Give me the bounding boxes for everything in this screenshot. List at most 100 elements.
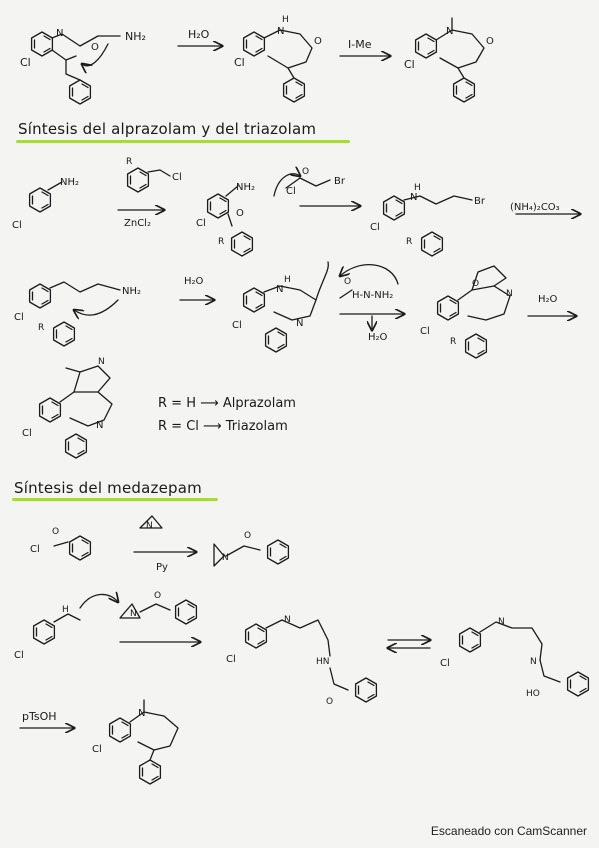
product-diazepam: Cl N O	[404, 17, 494, 103]
nitrogen-label: N	[98, 357, 105, 367]
pyridine-label: Py	[156, 562, 168, 573]
nitrogen-label: N	[276, 284, 283, 295]
intermediate-aminobenzophenone: NH₂ Cl R O	[196, 182, 255, 257]
intermediate-imidic-acid: Cl N N HO	[440, 617, 590, 699]
chlorine-label: Cl	[12, 220, 22, 231]
methyl-iodide-label: I-Me	[348, 38, 372, 51]
intermediate-glycinamide: Cl R NH₂	[14, 281, 141, 347]
legend-triazolam: R = Cl ⟶ Triazolam	[158, 419, 288, 434]
water-label: H₂O	[184, 276, 204, 287]
chlorine-label: Cl	[14, 650, 24, 661]
water-label: H₂O	[368, 332, 388, 343]
oxygen-label: O	[91, 42, 99, 53]
amide-nh-label: HN	[316, 657, 330, 667]
water-label: H₂O	[188, 28, 210, 41]
oxygen-label: O	[236, 208, 244, 219]
legend-alprazolam: R = H ⟶ Alprazolam	[158, 396, 296, 411]
nitrogen-label: N	[146, 521, 153, 531]
intermediate-thioamide: Cl H N N	[232, 261, 329, 353]
oxygen-label: O	[314, 36, 322, 47]
nitrogen-label: N	[498, 617, 505, 627]
nitrogen-label: N	[284, 615, 291, 625]
product-triazolobenzodiazepine: Cl N N	[22, 357, 113, 459]
nitrogen-label: N	[530, 657, 537, 667]
oxygen-label: O	[244, 531, 251, 541]
nitrogen-label: N	[130, 609, 137, 619]
chlorine-label: Cl	[226, 654, 236, 665]
oxygen-label: O	[326, 697, 333, 707]
nitrogen-label: N	[222, 553, 229, 563]
amine-label: NH₂	[236, 182, 255, 193]
chlorine-label: Cl	[22, 428, 32, 439]
bromine-label: Br	[474, 196, 486, 207]
tosic-acid-label: pTsOH	[22, 710, 57, 723]
r-group-label: R	[38, 323, 44, 333]
oxygen-label: O	[52, 527, 59, 537]
reactant-methylaniline: H Cl	[14, 594, 118, 661]
reagent-acetohydrazide: H-N-NH₂ O	[340, 264, 399, 301]
reactant-aminoketone: Cl N O NH₂	[20, 28, 146, 105]
r-group-label: R	[406, 237, 412, 247]
reagent-aziridinyl-ketone: N O	[119, 591, 198, 625]
chlorine-label: Cl	[234, 56, 245, 69]
oxygen-label: O	[472, 279, 479, 289]
chlorine-label: Cl	[172, 172, 182, 183]
chlorine-label: Cl	[20, 56, 31, 69]
oxygen-label: O	[302, 167, 309, 177]
highlight-underline	[16, 140, 350, 143]
intermediate-benzamide: Cl N HN O	[226, 615, 378, 707]
nitrogen-label: N	[277, 26, 284, 37]
hydrazide-label: H-N-NH₂	[352, 290, 393, 301]
section-title-medazepam: Síntesis del medazepam	[14, 479, 202, 497]
reactant-chloroaniline: NH₂ Cl	[12, 177, 79, 231]
scanner-watermark: Escaneado con CamScanner	[430, 824, 587, 838]
oxygen-label: O	[486, 36, 494, 47]
chlorine-label: Cl	[370, 222, 380, 233]
hydrogen-label: H	[284, 275, 291, 285]
reagent-benzoyl-chloride: R Cl	[126, 157, 182, 193]
chlorine-label: Cl	[420, 326, 430, 337]
oxygen-label: O	[154, 591, 161, 601]
chlorine-label: Cl	[14, 312, 24, 323]
intermediate-bromoacetamide: Cl H N Br R	[370, 183, 486, 257]
reagent-aziridine: N	[139, 515, 163, 531]
amine-label: NH₂	[60, 177, 79, 188]
nitrogen-label: N	[296, 318, 303, 329]
hydrogen-label: H	[282, 15, 289, 25]
water-label: H₂O	[538, 294, 558, 305]
nitrogen-label: N	[96, 420, 103, 431]
hydroxyl-label: HO	[526, 689, 540, 699]
section-title-alprazolam: Síntesis del alprazolam y del triazolam	[18, 120, 317, 138]
chlorine-label: Cl	[196, 218, 206, 229]
amine-label: NH₂	[122, 286, 141, 297]
highlight-underline	[12, 498, 218, 501]
r-group-label: R	[450, 337, 456, 347]
nitrogen-label: N	[446, 26, 453, 37]
nitrogen-label: N	[138, 708, 145, 719]
r-group-label: R	[218, 237, 224, 247]
oxygen-label: O	[344, 277, 351, 287]
product-benzodiazepinone: Cl H N O	[234, 15, 322, 103]
ammonium-carbonate-label: (NH₄)₂CO₃	[510, 202, 560, 213]
chlorine-label: Cl	[404, 58, 415, 71]
zinc-chloride-label: ZnCl₂	[124, 218, 151, 229]
chlorine-label: Cl	[30, 544, 40, 555]
nitrogen-label: N	[506, 289, 513, 299]
nitrogen-label: N	[410, 192, 417, 203]
chlorine-label: Cl	[286, 186, 296, 197]
amine-label: NH₂	[125, 30, 146, 43]
product-aziridinyl-ketone: N O	[213, 531, 290, 567]
product-medazepam: Cl N	[92, 699, 179, 785]
reagent-bromoacetyl: Cl O Br	[273, 167, 346, 197]
intermediate-triazole-precursor: Cl R O N	[420, 265, 513, 359]
chlorine-label: Cl	[232, 320, 242, 331]
nitrogen-label: N	[56, 28, 63, 39]
chlorine-label: Cl	[92, 744, 102, 755]
chlorine-label: Cl	[440, 658, 450, 669]
hydrogen-label: H	[62, 605, 69, 615]
hydrogen-label: H	[414, 183, 421, 193]
bromine-label: Br	[334, 176, 346, 187]
reactant-benzoyl-chloride: Cl O	[30, 527, 92, 561]
